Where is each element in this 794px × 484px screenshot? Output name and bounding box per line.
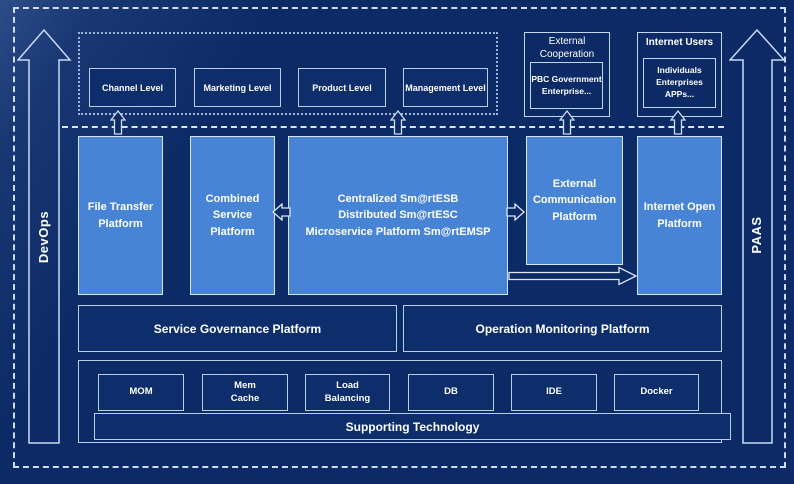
level-box-marketing: Marketing Level xyxy=(194,68,281,107)
internet-open-platform-box: Internet Open Platform xyxy=(637,136,722,295)
access-layer-divider xyxy=(62,126,724,128)
tech-box-mem-cache: Mem Cache xyxy=(202,374,288,411)
left-arrow-icon xyxy=(272,203,291,221)
up-arrow-icon xyxy=(110,110,126,135)
levels-dotted-container xyxy=(78,32,498,115)
level-box-management: Management Level xyxy=(403,68,488,107)
tech-box-docker: Docker xyxy=(614,374,699,411)
esb-platform-box: Centralized Sm@rtESB Distributed Sm@rtES… xyxy=(288,136,508,295)
supporting-technology-bar: Supporting Technology xyxy=(94,413,731,440)
tech-box-ide: IDE xyxy=(511,374,597,411)
long-right-arrow-icon xyxy=(508,266,638,286)
level-box-channel: Channel Level xyxy=(89,68,176,107)
tech-box-mom: MOM xyxy=(98,374,184,411)
devops-up-arrow-icon xyxy=(17,29,72,444)
outer-dashed-frame xyxy=(13,7,786,468)
esb-line-microservice: Microservice Platform Sm@rtEMSP xyxy=(305,225,491,238)
internet-users-group: Internet Users Individuals Enterprises A… xyxy=(637,32,722,117)
file-transfer-platform-box: File Transfer Platform xyxy=(78,136,163,295)
paas-up-arrow-icon xyxy=(729,29,785,444)
level-box-product: Product Level xyxy=(298,68,386,107)
operation-monitoring-platform-box: Operation Monitoring Platform xyxy=(403,305,722,352)
right-arrow-icon xyxy=(506,203,525,221)
external-cooperation-members: PBC Government Enterprise... xyxy=(530,62,603,109)
up-arrow-icon xyxy=(390,110,406,135)
internet-users-title: Internet Users xyxy=(645,37,714,48)
service-governance-platform-box: Service Governance Platform xyxy=(78,305,397,352)
esb-line-distributed: Distributed Sm@rtESC xyxy=(338,209,458,222)
external-cooperation-group: External Cooperation PBC Government Ente… xyxy=(524,32,610,117)
external-communication-platform-box: External Communication Platform xyxy=(526,136,623,265)
up-arrow-icon xyxy=(559,110,575,135)
internet-users-members: Individuals Enterprises APPs... xyxy=(643,58,716,108)
combined-service-platform-box: Combined Service Platform xyxy=(190,136,275,295)
tech-box-db: DB xyxy=(408,374,494,411)
devops-rail-label: DevOps xyxy=(36,210,51,264)
external-cooperation-title: External Cooperation xyxy=(539,36,595,60)
paas-rail-label: PAAS xyxy=(749,216,764,254)
up-arrow-icon xyxy=(670,110,686,135)
esb-line-centralized: Centralized Sm@rtESB xyxy=(337,192,459,205)
supporting-technology-container xyxy=(78,360,722,443)
tech-box-load-balancing: Load Balancing xyxy=(305,374,390,411)
